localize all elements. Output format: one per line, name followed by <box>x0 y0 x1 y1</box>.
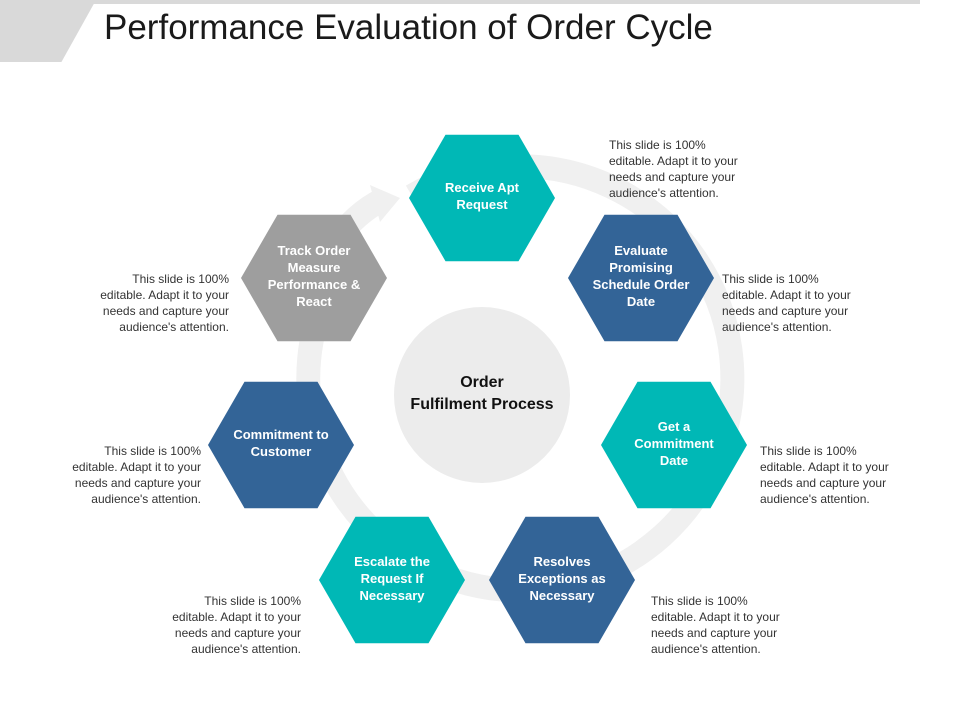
step-description-line: audience's attention. <box>651 642 761 656</box>
step-label-line: Necessary <box>359 587 425 603</box>
step-description-line: editable. Adapt it to your <box>722 288 851 302</box>
step-description-line: editable. Adapt it to your <box>72 460 201 474</box>
step-description-5: This slide is 100% editable. Adapt it to … <box>153 593 301 657</box>
step-description-line: audience's attention. <box>760 492 870 506</box>
step-description-line: needs and capture your <box>722 304 849 318</box>
center-label-line2: Fulfilment Process <box>410 396 554 413</box>
step-description-line: This slide is 100% <box>760 444 857 458</box>
step-label-6: Commitment to Customer <box>225 426 337 460</box>
step-description-line: This slide is 100% <box>204 594 301 608</box>
step-label-line: Performance & <box>267 277 361 292</box>
step-label-line: Track Order <box>277 243 351 258</box>
step-description-7: This slide is 100% editable. Adapt it to … <box>81 271 229 335</box>
step-label-line: Measure <box>287 260 341 275</box>
step-label-line: Necessary <box>529 587 595 603</box>
step-description-line: needs and capture your <box>174 626 301 640</box>
step-label-line: Get a <box>657 418 691 434</box>
top-decor-band <box>0 0 920 4</box>
step-label-line: Schedule Order <box>592 277 690 292</box>
step-description-line: This slide is 100% <box>609 138 706 152</box>
step-description-2: This slide is 100% editable. Adapt it to … <box>722 271 870 335</box>
step-label-line: Promising <box>609 260 673 275</box>
center-label-line1: Order <box>460 374 504 391</box>
center-circle <box>394 307 570 483</box>
step-description-line: audience's attention. <box>722 320 832 334</box>
step-hexagon-6 <box>208 381 354 509</box>
slide-title: Performance Evaluation of Order Cycle <box>104 8 713 47</box>
step-label-line: Resolves <box>533 553 591 569</box>
step-label-line: Request <box>456 197 508 212</box>
step-label-line: Customer <box>250 444 312 459</box>
step-description-line: needs and capture your <box>74 476 201 490</box>
step-description-line: This slide is 100% <box>104 444 201 458</box>
step-hexagon-1 <box>409 134 555 262</box>
step-description-3: This slide is 100% editable. Adapt it to … <box>760 443 908 507</box>
step-hexagon-2 <box>568 214 714 342</box>
step-label-line: Exceptions as <box>518 570 606 586</box>
step-description-line: audience's attention. <box>91 492 201 506</box>
step-description-line: editable. Adapt it to your <box>100 288 229 302</box>
step-hexagon-3 <box>601 381 747 509</box>
step-hexagon-5 <box>319 516 465 644</box>
center-label: Order Fulfilment Process <box>392 372 572 416</box>
step-label-line: React <box>296 294 332 309</box>
step-hexagon-7 <box>241 214 387 342</box>
step-label-line: Commitment <box>634 435 714 451</box>
step-description-line: needs and capture your <box>651 626 778 640</box>
step-description-line: editable. Adapt it to your <box>760 460 889 474</box>
step-hexagon-4 <box>489 516 635 644</box>
step-description-line: audience's attention. <box>609 186 719 200</box>
step-description-6: This slide is 100% editable. Adapt it to … <box>53 443 201 507</box>
step-description-line: editable. Adapt it to your <box>172 610 301 624</box>
step-description-line: This slide is 100% <box>132 272 229 286</box>
step-label-line: Commitment to <box>233 427 329 442</box>
step-description-line: editable. Adapt it to your <box>609 154 738 168</box>
step-description-line: needs and capture your <box>102 304 229 318</box>
step-label-line: Receive Apt <box>445 180 519 195</box>
step-description-line: This slide is 100% <box>722 272 819 286</box>
step-description-line: audience's attention. <box>191 642 301 656</box>
step-description-4: This slide is 100% editable. Adapt it to … <box>651 593 799 657</box>
step-label-line: Escalate the <box>354 553 430 569</box>
step-label-line: Request If <box>360 570 424 586</box>
step-description-line: editable. Adapt it to your <box>651 610 780 624</box>
step-description-1: This slide is 100% editable. Adapt it to … <box>609 137 757 201</box>
hexagon-layer <box>208 134 747 644</box>
step-label-line: Date <box>626 294 656 309</box>
step-description-line: needs and capture your <box>609 170 736 184</box>
step-description-line: This slide is 100% <box>651 594 748 608</box>
step-label-line: Evaluate <box>614 243 668 258</box>
step-description-line: audience's attention. <box>119 320 229 334</box>
cycle-arrowhead <box>370 185 400 222</box>
step-description-line: needs and capture your <box>760 476 887 490</box>
step-label-line: Date <box>659 452 689 468</box>
